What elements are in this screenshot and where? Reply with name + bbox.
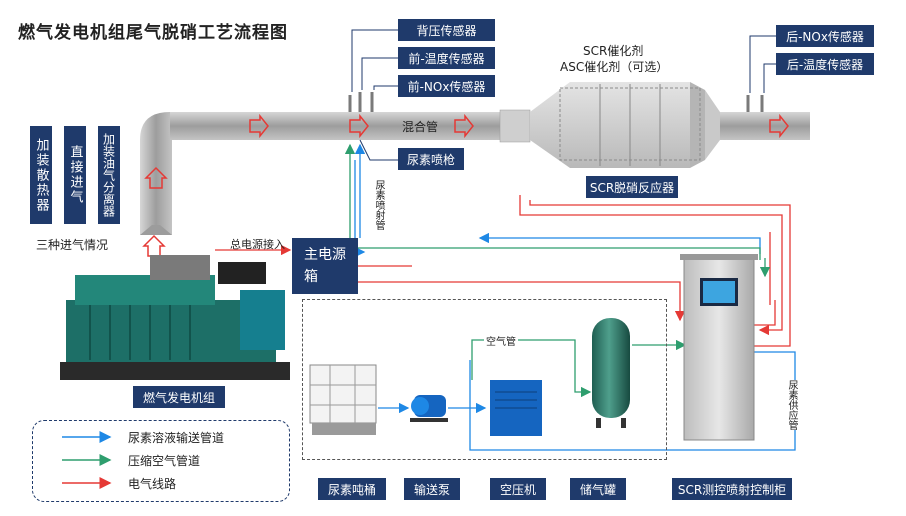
catalyst-line1: SCR催化剂 (583, 44, 644, 58)
urea-tote-label: 尿素吨桶 (318, 478, 386, 500)
legend-air-label: 压缩空气管道 (128, 454, 201, 468)
page-title: 燃气发电机组尾气脱硝工艺流程图 (18, 23, 288, 43)
urea-supply-pipe-label: 尿素供应管 (785, 380, 797, 430)
air-tank (592, 318, 630, 428)
control-cabinet-label: SCR测控喷射控制柜 (672, 478, 792, 500)
legend-electric-label: 电气线路 (128, 477, 177, 491)
compressor (490, 380, 542, 436)
urea-spray-pipe-label: 尿素喷射管 (373, 180, 384, 230)
air-tank-label: 储气罐 (570, 478, 626, 500)
front-nox-sensor-label: 前-NOx传感器 (398, 75, 495, 97)
scr-reactor (530, 82, 720, 168)
control-cabinet (680, 254, 758, 441)
intake-option-separator: 加装油气分离器 (98, 126, 120, 224)
back-pressure-sensor-label: 背压传感器 (398, 19, 495, 41)
scr-reactor-label: SCR脱硝反应器 (586, 176, 678, 198)
urea-tote (309, 364, 377, 435)
rear-temp-sensor-label: 后-温度传感器 (776, 53, 874, 75)
air-lines (344, 143, 771, 398)
electric-lines (215, 195, 791, 347)
pump-label: 输送泵 (404, 478, 460, 500)
urea-nozzle-label: 尿素喷枪 (398, 148, 464, 170)
pump (410, 395, 448, 422)
catalyst-line2: ASC催化剂（可选） (560, 60, 669, 74)
front-temp-sensor-label: 前-温度传感器 (398, 47, 495, 69)
genset-label: 燃气发电机组 (133, 386, 225, 408)
compressor-label: 空压机 (490, 478, 546, 500)
power-input-label: 总电源接入 (230, 238, 285, 251)
legend (32, 420, 290, 502)
mixing-pipe-label: 混合管 (402, 120, 439, 134)
legend-urea-label: 尿素溶液输送管道 (128, 431, 225, 445)
genset-machine (60, 255, 290, 380)
intake-caption: 三种进气情况 (36, 238, 109, 252)
sensor-rods (348, 92, 764, 112)
intake-option-direct: 直接进气 (64, 126, 86, 224)
intake-option-radiator: 加装散热器 (30, 126, 52, 224)
equipment-zone (302, 299, 667, 460)
rear-nox-sensor-label: 后-NOx传感器 (776, 25, 874, 47)
air-pipe-label: 空气管 (484, 333, 518, 348)
main-power-box: 主电源箱 (292, 238, 358, 294)
